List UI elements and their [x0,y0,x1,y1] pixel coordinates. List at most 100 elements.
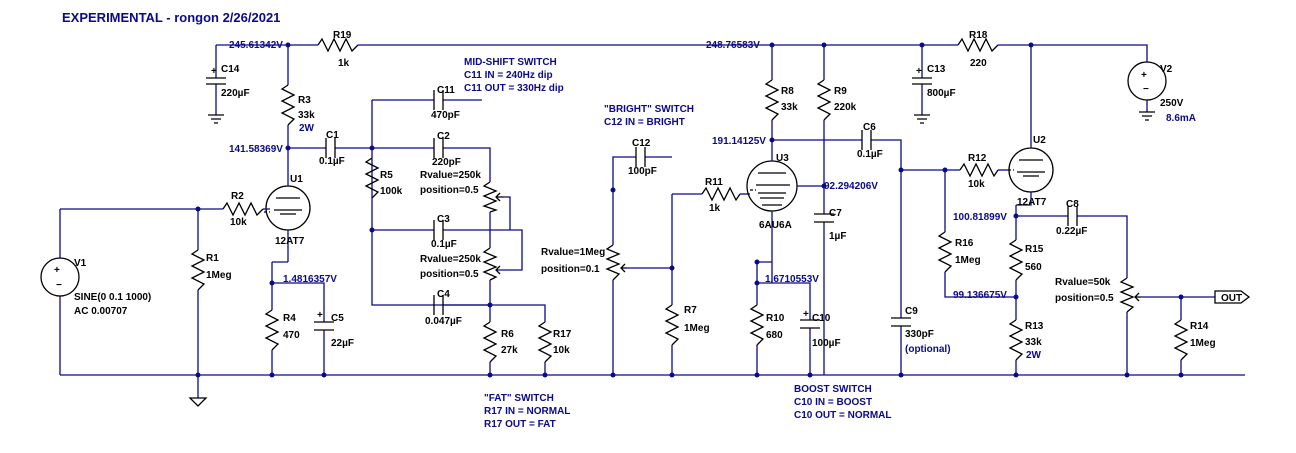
svg-text:R2: R2 [231,191,244,202]
voltage-source-v1: + − V1 SINE(0 0.1 1000) AC 0.00707 [40,209,151,375]
resistor-r11: R11 1k [701,177,750,214]
svg-text:C6: C6 [863,122,876,133]
resistor-r17: R17 10k [490,304,572,375]
svg-text:C11 OUT = 330Hz dip: C11 OUT = 330Hz dip [464,83,564,94]
svg-text:MID-SHIFT SWITCH: MID-SHIFT SWITCH [464,57,557,68]
svg-text:C10 OUT = NORMAL: C10 OUT = NORMAL [794,410,892,421]
svg-text:33k: 33k [781,102,798,113]
svg-text:R6: R6 [501,329,514,340]
svg-text:330pF: 330pF [905,329,934,340]
node-voltage-u2-plate: 100.81899V [953,212,1007,223]
svg-text:R8: R8 [781,86,794,97]
svg-text:C14: C14 [221,64,240,75]
ground-icon [914,114,930,124]
svg-text:27k: 27k [501,345,518,356]
capacitor-c7: C7 1µF [814,208,846,242]
svg-text:R13: R13 [1025,321,1044,332]
svg-text:22µF: 22µF [331,338,354,349]
svg-text:2W: 2W [1026,350,1042,361]
svg-text:position=0.5: position=0.5 [1055,293,1114,304]
svg-text:R19: R19 [333,30,352,41]
resistor-r14: R14 1Meg [1173,319,1216,361]
potentiometer-output: Rvalue=50k position=0.5 [1055,277,1141,313]
svg-text:AC 0.00707: AC 0.00707 [74,306,128,317]
capacitor-c2: C2 220pF [432,131,461,168]
svg-text:R18: R18 [969,30,988,41]
svg-text:12AT7: 12AT7 [1017,197,1047,208]
ground-icon [208,114,224,124]
capacitor-c3: C3 0.1µF [431,214,457,250]
svg-text:0.1µF: 0.1µF [857,149,883,160]
capacitor-c4: C4 0.047µF [425,289,490,327]
svg-text:250V: 250V [1160,98,1184,109]
resistor-r3: R3 33k 2W [280,45,315,148]
svg-text:220k: 220k [834,102,857,113]
resistor-r18: R18 220 [957,30,999,69]
svg-text:V1: V1 [74,258,87,269]
svg-text:R5: R5 [380,170,393,181]
capacitor-c9: C9 330pF (optional) [891,170,951,375]
svg-text:1µF: 1µF [829,231,846,242]
svg-text:Rvalue=250k: Rvalue=250k [420,254,481,265]
svg-text:2W: 2W [299,123,315,134]
svg-text:position=0.5: position=0.5 [420,185,479,196]
svg-text:1Meg: 1Meg [1190,338,1216,349]
svg-text:R7: R7 [684,305,697,316]
svg-text:C1: C1 [326,130,339,141]
svg-text:100k: 100k [380,186,403,197]
svg-text:C13: C13 [927,64,946,75]
resistor-r1: R1 1Meg [190,209,232,375]
svg-text:1Meg: 1Meg [684,323,710,334]
svg-text:10k: 10k [968,179,985,190]
resistor-r15: R15 560 [1008,205,1044,375]
note-boost: BOOST SWITCH C10 IN = BOOST C10 OUT = NO… [794,384,892,421]
output-port[interactable]: OUT [1214,290,1251,304]
svg-text:R9: R9 [834,86,847,97]
svg-text:220pF: 220pF [432,157,461,168]
capacitor-c13: + C13 800µF [912,45,956,115]
svg-text:R17: R17 [553,329,572,340]
note-bright: "BRIGHT" SWITCH C12 IN = BRIGHT [604,104,694,128]
svg-text:"BRIGHT" SWITCH: "BRIGHT" SWITCH [604,104,694,115]
svg-text:470: 470 [283,330,300,341]
svg-text:0.22µF: 0.22µF [1056,226,1087,237]
svg-text:C5: C5 [331,313,344,324]
svg-text:+: + [211,66,217,77]
svg-text:C10: C10 [812,313,831,324]
svg-text:100pF: 100pF [628,166,657,177]
svg-text:33k: 33k [298,110,315,121]
svg-text:R4: R4 [283,313,296,324]
svg-text:C4: C4 [437,289,450,300]
tube-u1: U1 12AT7 [264,148,311,262]
note-fat: "FAT" SWITCH R17 IN = NORMAL R17 OUT = F… [484,393,570,430]
svg-text:560: 560 [1025,262,1042,273]
svg-text:U1: U1 [290,174,303,185]
resistor-r19: R19 1k [317,30,359,69]
svg-text:220: 220 [970,58,987,69]
svg-text:+: + [916,66,922,77]
svg-text:R12: R12 [968,153,987,164]
svg-text:R15: R15 [1025,244,1044,255]
svg-text:10k: 10k [553,345,570,356]
svg-text:C12: C12 [632,138,651,149]
node-voltage-top-right: 248.76583V [706,40,760,51]
resistor-r10: R10 680 [749,262,785,375]
svg-text:R1: R1 [206,253,219,264]
svg-text:C3: C3 [437,214,450,225]
svg-text:+: + [1141,70,1147,81]
svg-text:1Meg: 1Meg [206,270,232,281]
svg-text:"FAT" SWITCH: "FAT" SWITCH [484,393,554,404]
svg-text:U3: U3 [776,153,789,164]
svg-text:R10: R10 [766,313,785,324]
capacitor-c14: + C14 220µF [206,45,250,115]
svg-text:C10 IN = BOOST: C10 IN = BOOST [794,397,872,408]
potentiometer-volume: Rvalue=1Meg position=0.1 [541,190,627,375]
svg-text:R17 OUT = FAT: R17 OUT = FAT [484,419,556,430]
node-voltage-u2-cathode: 99.136675V [953,290,1007,301]
svg-text:U2: U2 [1033,135,1046,146]
node-voltage-top-left: 245.61342V [229,40,283,51]
svg-text:C11 IN = 240Hz dip: C11 IN = 240Hz dip [464,70,553,81]
capacitor-c11: C11 470pF [431,85,460,121]
svg-text:+: + [803,309,809,320]
